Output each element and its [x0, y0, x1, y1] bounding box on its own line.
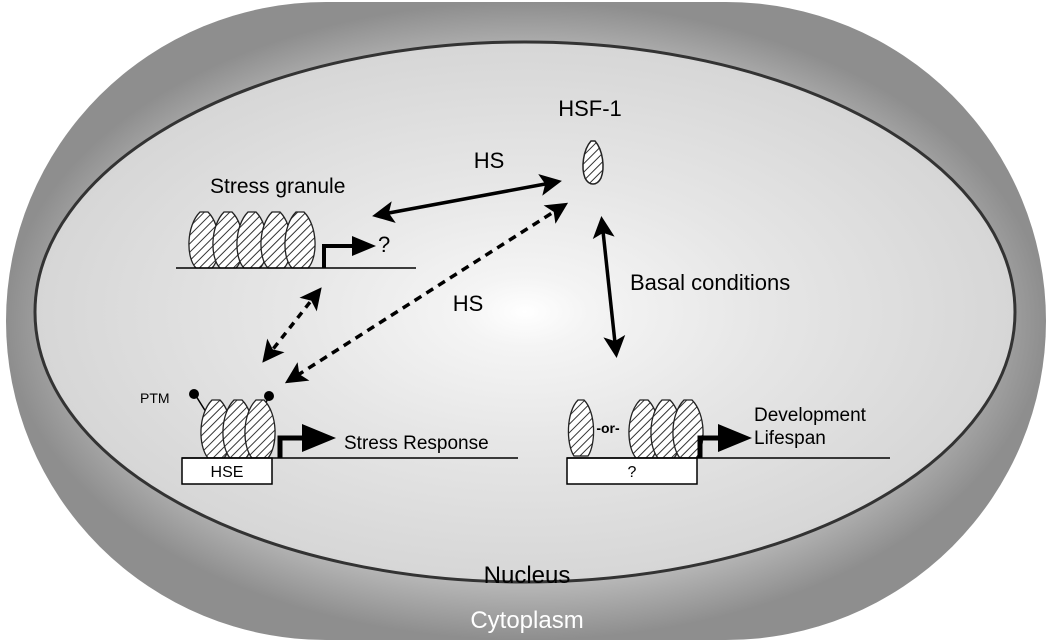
ptm-label: PTM [140, 390, 170, 406]
lifespan-label: Lifespan [754, 428, 826, 449]
basal-tss-arrow [697, 435, 726, 458]
ptm-markers [189, 389, 274, 413]
basal-arrow [592, 216, 626, 358]
stress-granule-cluster [188, 211, 316, 269]
hs-dashed-arrow [284, 202, 569, 384]
basal-conditions-label: Basal conditions [630, 270, 790, 295]
granule-response-dashed-arrow [262, 287, 322, 363]
nucleus-label: Nucleus [484, 562, 571, 589]
hsf1-trimer [200, 399, 276, 459]
hse-label: HSE [211, 464, 244, 481]
hs-top-label: HS [474, 148, 505, 173]
hs-diagonal-label: HS [453, 291, 484, 316]
granule-question-label: ? [378, 232, 390, 257]
basal-tss-arrowhead [718, 424, 752, 452]
basal-hsf1-trimer [628, 399, 704, 459]
hsf1-monomer [582, 140, 604, 185]
stress-response-label: Stress Response [344, 433, 489, 454]
basal-hsf1-monomer [567, 399, 595, 457]
unknown-element-label: ? [628, 464, 637, 481]
response-tss-arrowhead [302, 424, 336, 452]
cytoplasm-label: Cytoplasm [470, 607, 583, 634]
nucleus-membrane [33, 40, 1017, 584]
response-tss-arrow [277, 435, 310, 458]
hsf1-label: HSF-1 [558, 96, 622, 121]
or-label: -or- [596, 420, 620, 436]
development-label: Development [754, 405, 867, 426]
stress-granule-label: Stress granule [210, 175, 345, 198]
